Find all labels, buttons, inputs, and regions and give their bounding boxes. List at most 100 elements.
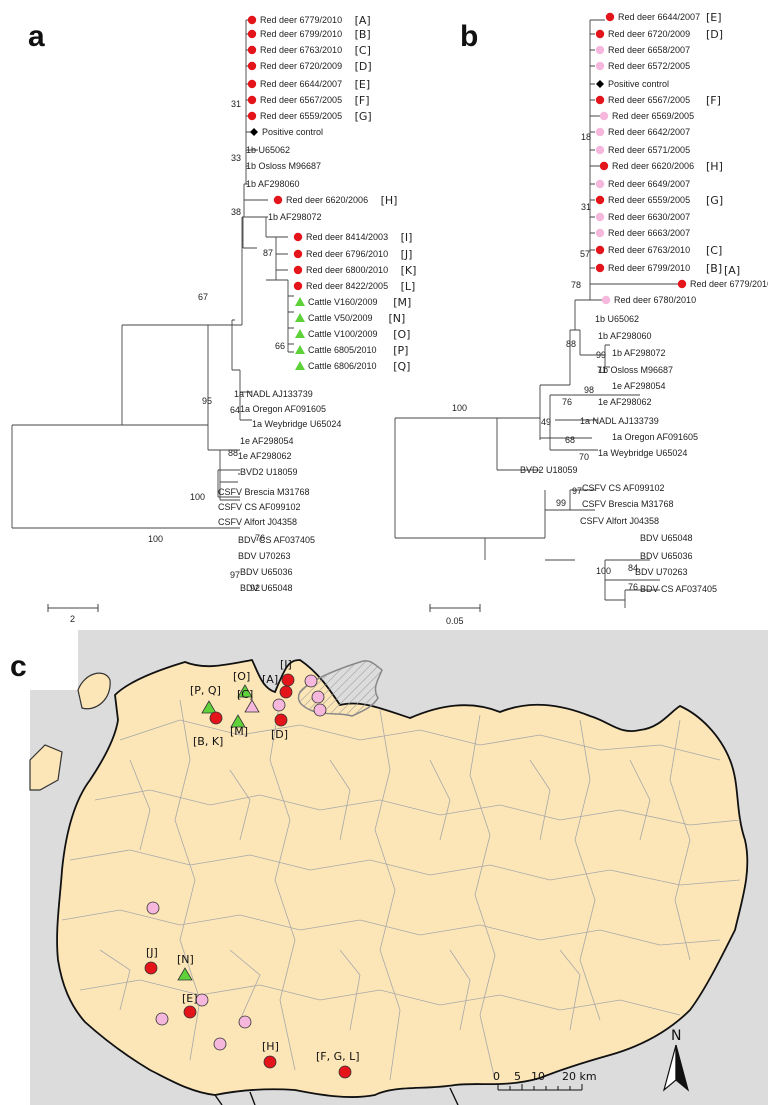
tree-b-leaf: Red deer 6572/2005 bbox=[595, 61, 690, 71]
map-scale-label-5: 5 bbox=[514, 1070, 521, 1083]
tree-a-leaf-label: Red deer 6620/2006 bbox=[286, 195, 368, 205]
map-marker-red: [J] bbox=[144, 946, 158, 975]
tree-a-bootstrap: 76 bbox=[255, 533, 265, 543]
marker-red-circle bbox=[595, 195, 605, 205]
marker-red-circle bbox=[293, 232, 303, 242]
tree-b-bootstrap: 76 bbox=[562, 397, 572, 407]
marker-green-triangle bbox=[295, 297, 305, 306]
tree-a-leaf: 1a NADL AJ133739 bbox=[234, 389, 313, 399]
marker-red-circle bbox=[595, 245, 605, 255]
tree-a-leaf-label: Red deer 6567/2005 bbox=[260, 95, 342, 105]
tree-a-leaf-tag: [B] bbox=[355, 28, 371, 41]
tree-a-bootstrap: 97 bbox=[230, 570, 240, 580]
tree-b-bootstrap: 99 bbox=[596, 350, 606, 360]
marker-red-circle bbox=[293, 265, 303, 275]
tree-b-leaf: Red deer 6799/2010[B] bbox=[595, 262, 722, 275]
marker-diamond bbox=[596, 80, 604, 88]
marker-pink-circle bbox=[595, 228, 605, 238]
marker-green-triangle bbox=[295, 329, 305, 338]
marker-red-circle bbox=[595, 29, 605, 39]
tree-b-bootstrap: 84 bbox=[628, 563, 638, 573]
tree-b-leaf-label: Red deer 6780/2010 bbox=[614, 295, 696, 305]
tree-b-leaf-label: Red deer 6571/2005 bbox=[608, 145, 690, 155]
tree-b-bootstrap: 76 bbox=[628, 582, 638, 592]
tree-a-leaf-label: 1e AF298062 bbox=[238, 451, 292, 461]
tree-b-bootstrap: 97 bbox=[572, 486, 582, 496]
tree-b-leaf-label: Red deer 6663/2007 bbox=[608, 228, 690, 238]
tree-b-leaf: 1b U65062 bbox=[595, 314, 639, 324]
tree-a-bootstrap: 95 bbox=[202, 396, 212, 406]
tree-a-leaf-tag: [Q] bbox=[393, 360, 410, 373]
tree-a-leaf: Red deer 6779/2010[A] bbox=[247, 14, 371, 27]
map-labeled-markers: [I][O][A][C][D][P, Q][B, K][M][J][N][E][… bbox=[144, 658, 360, 1079]
map-marker-red: [B, K] bbox=[193, 711, 223, 748]
tree-b-leaf: 1b AF298060 bbox=[598, 331, 652, 341]
marker-red-circle bbox=[247, 45, 257, 55]
tree-a-leaf-tag: [K] bbox=[401, 264, 417, 277]
tree-a-leaf: CSFV CS AF099102 bbox=[218, 502, 301, 512]
tree-a-bootstrap: 31 bbox=[231, 99, 241, 109]
map-marker-red: [D] bbox=[271, 713, 288, 741]
tree-b-leaf: Red deer 6567/2005[F] bbox=[595, 94, 721, 107]
tree-b-leaf-label: 1b Osloss M96687 bbox=[598, 365, 673, 375]
tree-a-leaf-tag: [C] bbox=[355, 44, 371, 57]
tree-a-leaf: Red deer 6763/2010[C] bbox=[247, 44, 371, 57]
tree-a-bootstrap: 87 bbox=[263, 248, 273, 258]
tree-b-leaf: CSFV CS AF099102 bbox=[582, 483, 665, 493]
tree-b-leaf-label: 1a NADL AJ133739 bbox=[580, 416, 659, 426]
tree-a-leaf: Red deer 8414/2003[I] bbox=[293, 231, 412, 244]
marker-red-circle bbox=[595, 263, 605, 273]
tree-a-leaf-tag: [P] bbox=[393, 344, 408, 357]
tree-b-leaf: BDV U65048 bbox=[640, 533, 693, 543]
map-marker-label: [N] bbox=[177, 953, 194, 966]
tree-b-leaf-label: CSFV CS AF099102 bbox=[582, 483, 665, 493]
tree-a-leaf-tag: [M] bbox=[393, 296, 411, 309]
tree-b-leaf: Red deer 6658/2007 bbox=[595, 45, 690, 55]
tree-b-leaf: 1e AF298054 bbox=[612, 381, 666, 391]
tree-a-leaf-label: 1a Weybridge U65024 bbox=[252, 419, 341, 429]
tree-b-leaf: CSFV Alfort J04358 bbox=[580, 516, 659, 526]
tree-a-leaf-tag: [A] bbox=[355, 14, 371, 27]
map-scale-label-20: 20 km bbox=[562, 1070, 597, 1083]
map-neighbor-region bbox=[29, 744, 63, 791]
map-boundaries bbox=[61, 699, 741, 1081]
tree-a-leaf-tag: [F] bbox=[355, 94, 370, 107]
map-marker-label: [M] bbox=[230, 725, 248, 738]
tree-b-bootstrap: 99 bbox=[556, 498, 566, 508]
tree-b-bootstrap: 88 bbox=[566, 339, 576, 349]
tree-a-leaf: Cattle 6806/2010[Q] bbox=[295, 360, 410, 373]
tree-b-leaf: Red deer 6630/2007 bbox=[595, 212, 690, 222]
tree-a-bootstrap: 67 bbox=[198, 292, 208, 302]
marker-green-triangle bbox=[295, 345, 305, 354]
tree-b-leaf-label: Red deer 6799/2010 bbox=[608, 263, 690, 273]
marker-red-circle bbox=[247, 79, 257, 89]
tree-b-leaf: 1b AF298072 bbox=[612, 348, 666, 358]
tree-a-leaf-label: Red deer 6799/2010 bbox=[260, 29, 342, 39]
tree-b-leaf-label: BDV CS AF037405 bbox=[640, 584, 717, 594]
map-marker-red: [H] bbox=[262, 1040, 279, 1069]
north-label: N bbox=[671, 1028, 681, 1044]
tree-a-leaf-label: Red deer 8422/2005 bbox=[306, 281, 388, 291]
panel-a-label: a bbox=[28, 20, 45, 53]
tree-b-leaf-tag: [C] bbox=[706, 244, 722, 257]
tree-b-leaf-label: CSFV Brescia M31768 bbox=[582, 499, 674, 509]
tree-a-leaf-label: BDV U65048 bbox=[240, 583, 293, 593]
tree-b-leaf-label: Positive control bbox=[608, 79, 669, 89]
tree-a-leaf-label: 1b Osloss M96687 bbox=[246, 161, 321, 171]
tree-a-leaf: Cattle V100/2009[O] bbox=[295, 328, 410, 341]
tree-a-leaf: 1e AF298054 bbox=[240, 436, 294, 446]
tree-b-leaf: Red deer 6644/2007[E] bbox=[605, 11, 722, 24]
map-marker-green: [N] bbox=[177, 953, 194, 981]
tree-b-leaf-label: Red deer 6658/2007 bbox=[608, 45, 690, 55]
tree-b-bootstrap: 100 bbox=[452, 403, 467, 413]
tree-a-leaf: Red deer 6620/2006[H] bbox=[273, 194, 397, 207]
tree-a-leaf: 1b AF298072 bbox=[268, 212, 322, 222]
marker-red-circle bbox=[247, 15, 257, 25]
tree-b-leaf-label: Red deer 6763/2010 bbox=[608, 245, 690, 255]
tree-b-leaf: BDV U65036 bbox=[640, 551, 693, 561]
tree-a-leaf: Positive control bbox=[250, 127, 323, 137]
map-marker-red: [I] bbox=[280, 658, 295, 687]
marker-diamond bbox=[250, 128, 258, 136]
tree-b-leaf-label: BDV U70263 bbox=[635, 567, 688, 577]
tree-a-leaf: 1b AF298060 bbox=[246, 179, 300, 189]
